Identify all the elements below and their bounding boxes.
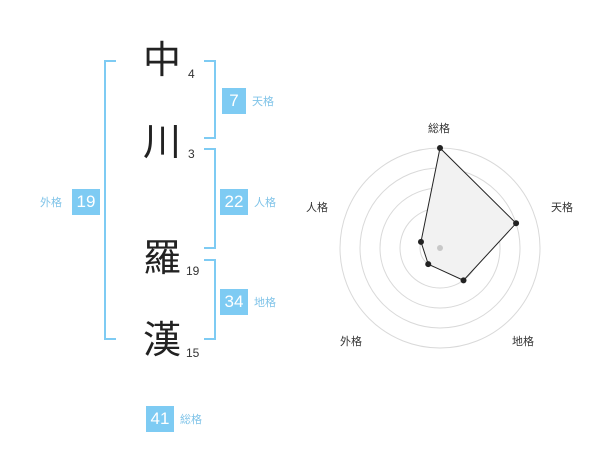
radar-point-4	[425, 261, 432, 268]
tenkaku-badge: 7	[222, 88, 246, 114]
radar-point-3	[460, 277, 467, 284]
jinkaku-badge: 22	[220, 189, 248, 215]
name-char-1: 中	[142, 38, 181, 82]
gaikaku-bracket	[104, 60, 116, 340]
tenkaku-bracket	[204, 60, 216, 139]
jinkaku-bracket	[204, 148, 216, 249]
name-char-3: 羅	[142, 236, 181, 280]
radar-label-chikaku: 地格	[512, 335, 534, 348]
stroke-count-3: 19	[186, 264, 200, 278]
gaikaku-badge: 19	[72, 189, 100, 215]
radar-polygon	[420, 146, 517, 281]
stroke-count-1: 4	[188, 67, 195, 81]
radar-center-dot	[437, 245, 443, 251]
fortune-radar-chart	[339, 145, 541, 349]
name-char-2: 川	[142, 120, 181, 164]
name-char-4: 漢	[142, 318, 181, 362]
radar-point-2	[513, 220, 520, 227]
radar-point-5	[417, 238, 424, 245]
stroke-count-2: 3	[188, 147, 195, 161]
tenkaku-label: 天格	[252, 95, 274, 108]
radar-label-tenkaku: 天格	[551, 201, 573, 214]
radar-label-jinkaku: 人格	[306, 201, 328, 214]
chikaku-badge: 34	[220, 289, 248, 315]
chikaku-bracket	[204, 259, 216, 340]
radar-label-gaikaku: 外格	[340, 335, 362, 348]
chikaku-label: 地格	[254, 296, 276, 309]
radar-point-1	[437, 145, 443, 151]
radar-label-soukaku: 総格	[428, 122, 450, 135]
soukaku-badge: 41	[146, 406, 174, 432]
stroke-count-4: 15	[186, 346, 200, 360]
jinkaku-label: 人格	[254, 196, 276, 209]
soukaku-label: 総格	[180, 413, 202, 426]
gaikaku-label: 外格	[40, 196, 62, 209]
